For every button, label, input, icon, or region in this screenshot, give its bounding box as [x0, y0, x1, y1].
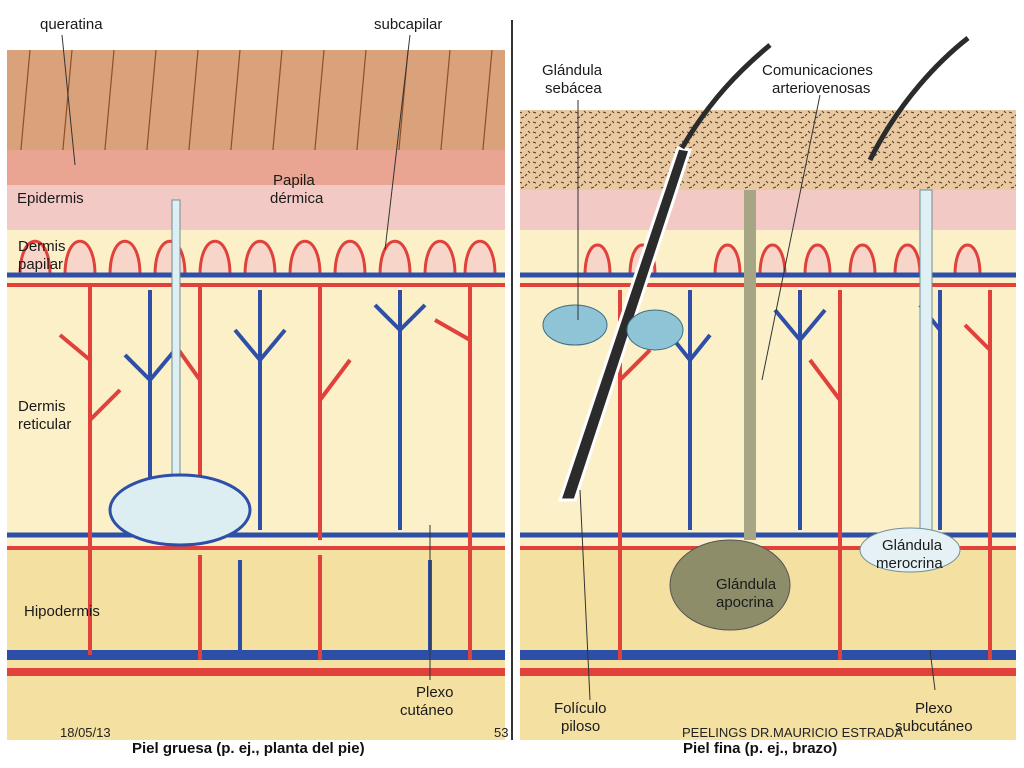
label-papila-1: Papila: [273, 172, 315, 189]
footer-page: 53: [494, 725, 509, 740]
right-panel: [520, 36, 1016, 740]
merocrine-gland: [859, 527, 961, 573]
footer-author: PEELINGS DR.MAURICIO ESTRADA: [682, 725, 904, 740]
label-comunicaciones-2: arteriovenosas: [772, 80, 871, 97]
left-panel: [7, 34, 505, 740]
label-glandula-merocrina-2: merocrina: [876, 555, 943, 572]
caption-thin-skin: Piel fina (p. ej., brazo): [683, 740, 838, 757]
label-glandula-sebacea-1: Glándula: [542, 62, 603, 79]
label-glandula-merocrina-1: Glándula: [882, 537, 943, 554]
label-papila-2: dérmica: [270, 190, 324, 207]
dermis-layer: [7, 230, 505, 550]
label-dermis-papilar-2: papilar: [18, 256, 64, 273]
label-epidermis: Epidermis: [17, 190, 84, 207]
hair-follicle: [557, 146, 692, 502]
footer-date: 18/05/13: [60, 725, 111, 740]
apocrine-gland: [669, 539, 791, 631]
label-hipodermis: Hipodermis: [24, 603, 100, 620]
keratin-layer: [7, 50, 505, 160]
label-glandula-apocrina-1: Glándula: [716, 576, 777, 593]
dermal-papillae: [18, 240, 497, 276]
label-queratina: queratina: [40, 16, 103, 33]
label-plexo-subcutaneo-1: Plexo: [915, 700, 953, 717]
caption-thick-skin: Piel gruesa (p. ej., planta del pie): [132, 740, 365, 757]
label-foliculo-1: Folículo: [554, 700, 607, 717]
label-glandula-sebacea-2: sebácea: [545, 80, 602, 97]
keratin-columns: [19, 49, 493, 161]
sebaceous-gland: [542, 304, 608, 346]
label-dermis-reticular-1: Dermis: [18, 398, 66, 415]
label-foliculo-2: piloso: [561, 718, 601, 735]
arteries-left: [58, 285, 472, 660]
label-glandula-apocrina-2: apocrina: [716, 594, 774, 611]
label-plexo-cutaneo-2: cutáneo: [400, 702, 454, 719]
label-dermis-papilar-1: Dermis: [18, 238, 66, 255]
label-plexo-subcutaneo-2: subcutáneo: [895, 718, 973, 735]
epidermis-layer: [7, 185, 505, 230]
eccrine-gland: [108, 473, 252, 547]
label-dermis-reticular-2: reticular: [18, 416, 72, 433]
label-plexo-cutaneo-1: Plexo: [416, 684, 454, 701]
stratum-corneum: [520, 110, 1016, 190]
label-subcapilar: subcapilar: [374, 16, 443, 33]
label-comunicaciones-1: Comunicaciones: [762, 62, 873, 79]
